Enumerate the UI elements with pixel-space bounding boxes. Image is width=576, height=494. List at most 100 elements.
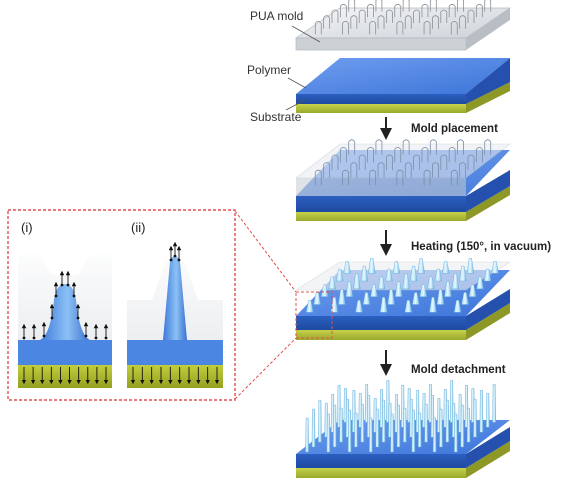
mold-cavity <box>423 21 431 35</box>
mold-cavity <box>386 9 393 23</box>
mold-cavity <box>450 169 458 186</box>
mold-cavity <box>396 169 404 186</box>
pillar <box>404 300 413 313</box>
mold-cavity <box>450 21 458 35</box>
pillar <box>453 300 462 313</box>
mold-cavity <box>339 147 347 163</box>
mold-cavity <box>404 162 412 178</box>
mold-cavity <box>396 21 404 35</box>
mold-cavity <box>375 139 383 155</box>
stage1-pua-mold <box>294 0 512 51</box>
nanopillar <box>311 408 316 448</box>
pillar <box>476 276 484 290</box>
stage1-polymer <box>296 94 466 104</box>
nanopillar <box>332 404 337 448</box>
mold-cavity <box>348 0 356 12</box>
stage1-substrate <box>296 104 466 113</box>
stage-1-setup <box>294 0 512 113</box>
mold-cavity <box>377 162 385 178</box>
step-arrow-1: Mold placement <box>380 117 498 140</box>
pillar <box>459 265 467 282</box>
panel-i-label: (i) <box>21 220 33 235</box>
pillar <box>417 258 425 274</box>
nanopillar <box>466 407 471 443</box>
nanopillar <box>439 408 443 448</box>
mold-cavity <box>467 154 475 170</box>
mold-cavity <box>475 147 483 163</box>
pillar <box>387 289 395 305</box>
pillar <box>343 261 351 274</box>
mold-cavity <box>314 21 322 35</box>
nanopillar <box>354 412 358 448</box>
mold-cavity <box>402 0 410 12</box>
nanopillar <box>390 413 394 453</box>
mold-cavity <box>369 169 377 186</box>
mold-cavity <box>377 15 385 29</box>
nanopillar <box>479 390 484 433</box>
mold-cavity <box>358 9 366 23</box>
pillar <box>444 281 452 297</box>
panel-ii-polymer-pillar <box>163 256 187 340</box>
pillar <box>429 297 437 313</box>
mold-cavity <box>432 15 439 29</box>
pillar <box>379 297 388 313</box>
nanopillar <box>424 403 428 443</box>
step-arrow-2: Heating (150°, in vacuum) <box>380 230 551 256</box>
pillar <box>402 273 410 290</box>
pillar <box>305 300 314 313</box>
mold-cavity <box>448 3 456 18</box>
pillar <box>320 284 329 297</box>
mold-cavity <box>367 3 374 18</box>
mold-cavity <box>448 147 456 163</box>
mold-cavity <box>331 9 339 23</box>
mold-cavity <box>394 3 402 18</box>
pillar <box>370 284 378 297</box>
nanopillar <box>454 413 458 453</box>
mold-cavity <box>423 169 431 186</box>
mold-cavity <box>314 169 322 186</box>
mold-cavity <box>402 139 410 155</box>
mold-cavity <box>342 21 349 35</box>
panel-i-polymer-bump <box>40 284 90 340</box>
nanopillar <box>305 417 309 453</box>
mold-cavity <box>358 154 366 170</box>
pillar <box>434 268 442 282</box>
magnified-inset: (i) (ii) <box>7 209 333 401</box>
step-label-mold-detachment: Mold detachment <box>411 364 506 376</box>
nanopillar <box>445 399 450 443</box>
pillar <box>441 261 450 274</box>
nanopillar <box>460 404 465 448</box>
mold-cavity <box>457 139 464 155</box>
step-arrow-3: Mold detachment <box>380 350 506 376</box>
nanopillar <box>396 404 401 448</box>
pillar <box>385 268 393 282</box>
step-label-mold-placement: Mold placement <box>411 123 498 135</box>
mold-cavity <box>348 139 356 155</box>
mold-cavity <box>386 154 393 170</box>
pillar <box>392 261 401 274</box>
pillar <box>362 292 371 305</box>
nanopillar <box>492 384 496 423</box>
nanopillar <box>403 407 407 443</box>
pillar <box>345 281 354 297</box>
nanopillar <box>381 399 386 443</box>
label-pua-mold: PUA mold <box>250 9 303 23</box>
nanopillar <box>347 409 352 453</box>
mold-cavity <box>459 162 467 178</box>
mold-cavity <box>421 3 429 18</box>
inset-panel-ii: (ii) <box>127 220 223 388</box>
mold-cavity <box>459 15 467 29</box>
step-label-heating: Heating (150°, in vacuum) <box>411 241 551 253</box>
pillar <box>419 284 428 297</box>
pillar <box>427 276 435 290</box>
zoom-source-marker <box>295 291 333 339</box>
pillar <box>468 284 477 297</box>
pillar <box>394 281 403 297</box>
mold-cavity <box>323 162 331 178</box>
nanopillar <box>326 413 331 453</box>
nanopillar <box>318 399 322 443</box>
mold-cavity <box>367 147 374 163</box>
mold-cavity <box>484 0 492 12</box>
mold-cavity <box>394 147 402 163</box>
